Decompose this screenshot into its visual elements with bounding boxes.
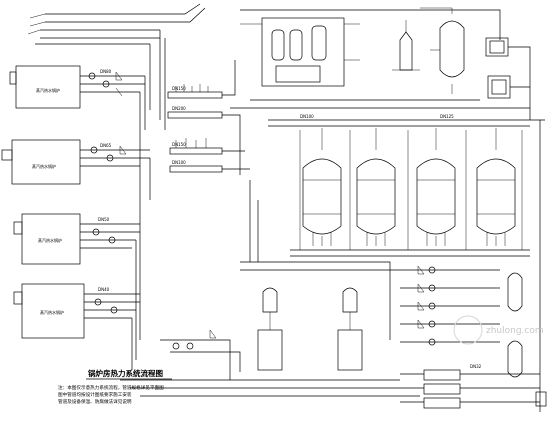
pipe-label: DN40 — [98, 287, 110, 292]
boiler-label: 蒸汽热水锅炉 — [40, 309, 64, 315]
boiler-risers — [131, 76, 151, 370]
pipe-label: DN50 — [98, 217, 110, 222]
note-line: 管道及设备保温、防腐做法详见说明 — [58, 398, 132, 405]
boiler-1: 蒸汽热水锅炉 — [9, 65, 145, 109]
diagram-title: 锅炉房热力系统流程图 — [88, 368, 163, 378]
pipe-label: DN80 — [100, 69, 112, 74]
pump-group — [400, 119, 547, 412]
pipe-label: DN32 — [470, 364, 482, 369]
header-label: DN150 — [172, 86, 186, 91]
chemical-tanks — [240, 261, 400, 371]
boiler-label: 蒸汽热水锅炉 — [38, 237, 62, 243]
vessel-3 — [416, 128, 456, 246]
boiler-label: 蒸汽热水锅炉 — [36, 87, 60, 93]
boiler-4: 蒸汽热水锅炉 — [13, 283, 140, 339]
boiler-label: 蒸汽热水锅炉 — [32, 163, 56, 169]
vessel-4 — [476, 128, 516, 246]
watermark-text: zhulong.com — [486, 326, 544, 336]
pipe-label: DN100 — [300, 114, 314, 119]
filter-vessels — [268, 119, 530, 257]
note-line: 图中管道均按设计图纸要求施工安装 — [58, 391, 132, 398]
watermark: zhulong.com — [453, 315, 544, 345]
vessel-1 — [302, 128, 342, 246]
bottom-pipes — [120, 180, 420, 397]
pipe-labels: DN80 DN65 DN50 DN40 DN100 DN125 DN32 — [98, 69, 482, 369]
boiler-2: 蒸汽热水锅炉 — [1, 139, 150, 185]
steam-headers: DN150 DN200 DN150 DN100 — [167, 60, 250, 175]
vessel-2 — [356, 128, 396, 246]
note-line: 注：本图仅示意热力系统流程，管道规格详见平面图 — [58, 384, 164, 391]
water-treatment-top — [230, 7, 531, 120]
header-label: DN100 — [172, 160, 186, 165]
header-label: DN200 — [172, 106, 186, 111]
header-label: DN150 — [172, 142, 186, 147]
boiler-3: 蒸汽热水锅炉 — [13, 213, 140, 265]
incoming-pipes — [27, 3, 206, 130]
pipe-label: DN65 — [100, 143, 112, 148]
pipe-label: DN125 — [440, 114, 454, 119]
